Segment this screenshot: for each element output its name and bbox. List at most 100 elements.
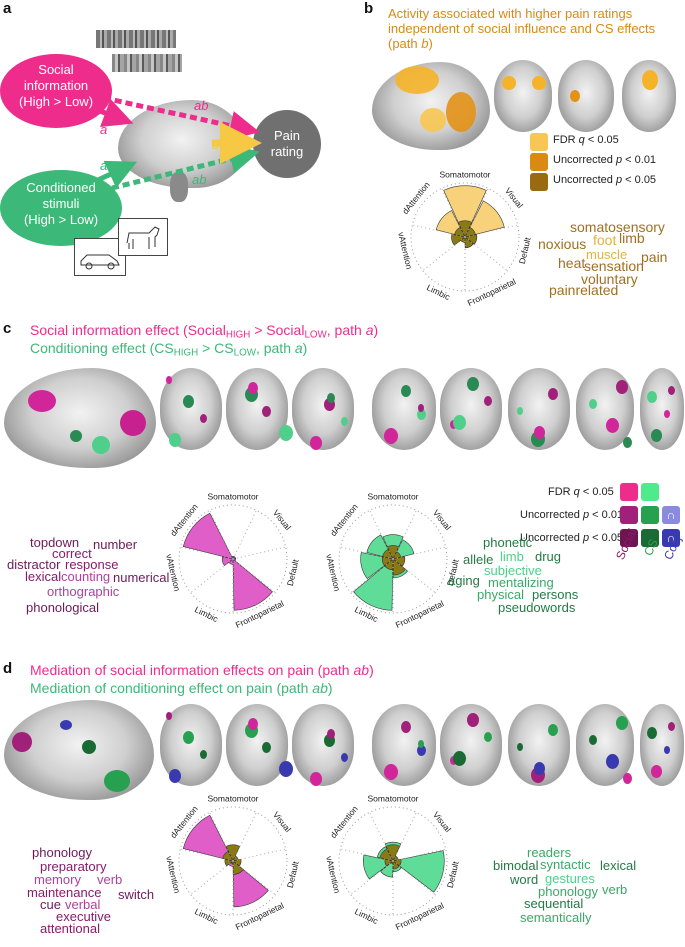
panel-c-cs-polar-chart: SomatomotorVisualDefaultFrontoparietalLi… <box>324 491 461 630</box>
polar-axis-label: Somatomotor <box>367 491 418 501</box>
activation-blob <box>467 713 479 727</box>
polar-axis-label: Limbic <box>193 906 220 926</box>
activation-blob <box>169 769 181 783</box>
activation-blob <box>534 762 545 775</box>
wordcloud-word: word <box>510 872 539 887</box>
activation-blob <box>384 764 398 780</box>
panel-b-axial-brain-1 <box>494 60 552 132</box>
polar-wedge-vattention <box>381 556 394 566</box>
path-ab-top-label: ab <box>194 98 209 113</box>
activation-blob <box>341 753 348 762</box>
activation-blob <box>664 410 670 418</box>
polar-spoke <box>392 510 417 560</box>
wordcloud-word: switch <box>118 887 155 902</box>
polar-axis-label: vAttention <box>324 553 342 592</box>
panel-d-social-polar-chart: SomatomotorVisualDefaultFrontoparietalLi… <box>164 793 301 932</box>
activation-blob <box>651 429 662 442</box>
activation-blob <box>534 426 545 439</box>
panel-b-activation-blob <box>420 108 446 132</box>
conditioned-stimuli-node <box>0 170 122 246</box>
dog-image-frame <box>118 218 168 256</box>
wordcloud-word: maintenance <box>27 885 102 900</box>
polar-wedge-dattention <box>454 226 466 238</box>
panel-d-activation-blob <box>82 740 96 754</box>
wordcloud-word: foot <box>593 232 617 248</box>
activation-blob <box>668 722 675 731</box>
activation-blob <box>200 750 207 759</box>
path-ab-social-arrow <box>103 95 260 141</box>
polar-spoke <box>190 860 234 896</box>
polar-outer-ring <box>338 806 448 916</box>
panel-letter-d: d <box>3 660 13 677</box>
panel-b-legend-swatch-fdr <box>530 133 548 151</box>
panel-c-activation-blob <box>92 436 110 454</box>
activation-blob <box>248 382 258 394</box>
polar-spoke <box>180 546 234 560</box>
wordcloud-word: phonology <box>538 884 598 899</box>
wordcloud-word: attentional <box>40 921 100 936</box>
polar-axis-label: Somatomotor <box>367 793 418 803</box>
wordcloud-word: noxious <box>538 236 587 252</box>
wordcloud-word: preparatory <box>40 859 107 874</box>
social-info-stimulus-bars-2 <box>112 54 182 72</box>
polar-spoke <box>369 812 394 862</box>
panel-b-legend-p01: Uncorrected p < 0.01 <box>553 154 657 166</box>
panel-letter-a: a <box>3 0 12 17</box>
polar-axis-label: Somatomotor <box>207 491 258 501</box>
activation-blob <box>324 734 335 747</box>
activation-blob <box>327 393 335 403</box>
polar-axis-label: Visual <box>271 810 293 834</box>
activation-blob <box>668 386 675 395</box>
panel-c-legend-row-p01: Uncorrected p < 0.01 <box>520 509 624 521</box>
activation-blob <box>310 772 322 786</box>
polar-outer-ring <box>178 806 288 916</box>
polar-spoke <box>412 224 466 238</box>
wordcloud-word: readers <box>527 845 572 860</box>
polar-wedge-limbic <box>353 558 394 611</box>
activation-blob <box>262 742 271 753</box>
wordcloud-word: memory <box>34 872 81 887</box>
wordcloud-word: mentalizing <box>488 575 554 590</box>
social-info-line2: information <box>23 78 89 93</box>
polar-wedge-somatomotor <box>386 545 400 560</box>
wordcloud-word: painrelated <box>549 282 619 298</box>
panel-d-cs-polar-chart: SomatomotorVisualDefaultFrontoparietalLi… <box>324 793 461 932</box>
cs-line1: Conditioned <box>26 180 96 195</box>
wordcloud-word: sequential <box>524 896 584 911</box>
social-info-node <box>0 54 112 128</box>
polar-axis-label: Frontoparietal <box>394 598 446 630</box>
social-info-line1: Social <box>38 62 74 77</box>
axial-brain-slice <box>640 704 684 786</box>
panel-b-title-line3: (path b) <box>388 36 433 51</box>
panel-letter-b: b <box>364 0 374 17</box>
dog-icon <box>126 226 160 249</box>
wordcloud-word: cue <box>40 897 61 912</box>
wordcloud-word: limb <box>500 549 524 564</box>
activation-blob <box>341 417 348 426</box>
activation-blob <box>417 745 426 756</box>
wordcloud-word: correct <box>52 546 92 561</box>
panel-b-activation-blob <box>642 70 658 90</box>
activation-blob <box>517 743 523 751</box>
panel-b-legend-swatch-p05 <box>530 173 548 191</box>
panel-c-legend-row-fdr: FDR q < 0.05 <box>548 486 614 498</box>
panel-b-title: Activity associated with higher pain rat… <box>388 6 655 51</box>
polar-axis-label: Default <box>285 558 301 587</box>
panel-c-activation-blob <box>120 410 146 436</box>
panel-b-title-line1: Activity associated with higher pain rat… <box>388 6 633 21</box>
activation-blob <box>548 388 558 400</box>
pain-line2: rating <box>270 144 304 159</box>
legend-swatch-cs-fdr <box>641 483 659 501</box>
polar-axis-label: Visual <box>431 508 453 532</box>
activation-blob <box>651 765 662 778</box>
axial-brain-slice <box>372 704 436 786</box>
polar-axis-label: Somatomotor <box>207 793 258 803</box>
path-a-social-arrow <box>91 98 134 128</box>
axial-brain-slice <box>640 368 684 450</box>
legend-swatch-social-fdr <box>620 483 638 501</box>
car-icon <box>80 254 120 270</box>
polar-axis-label: Visual <box>271 508 293 532</box>
polar-outer-ring <box>410 182 520 292</box>
path-b-label: b <box>212 137 220 152</box>
polar-wedge-frontoparietal <box>232 558 273 611</box>
